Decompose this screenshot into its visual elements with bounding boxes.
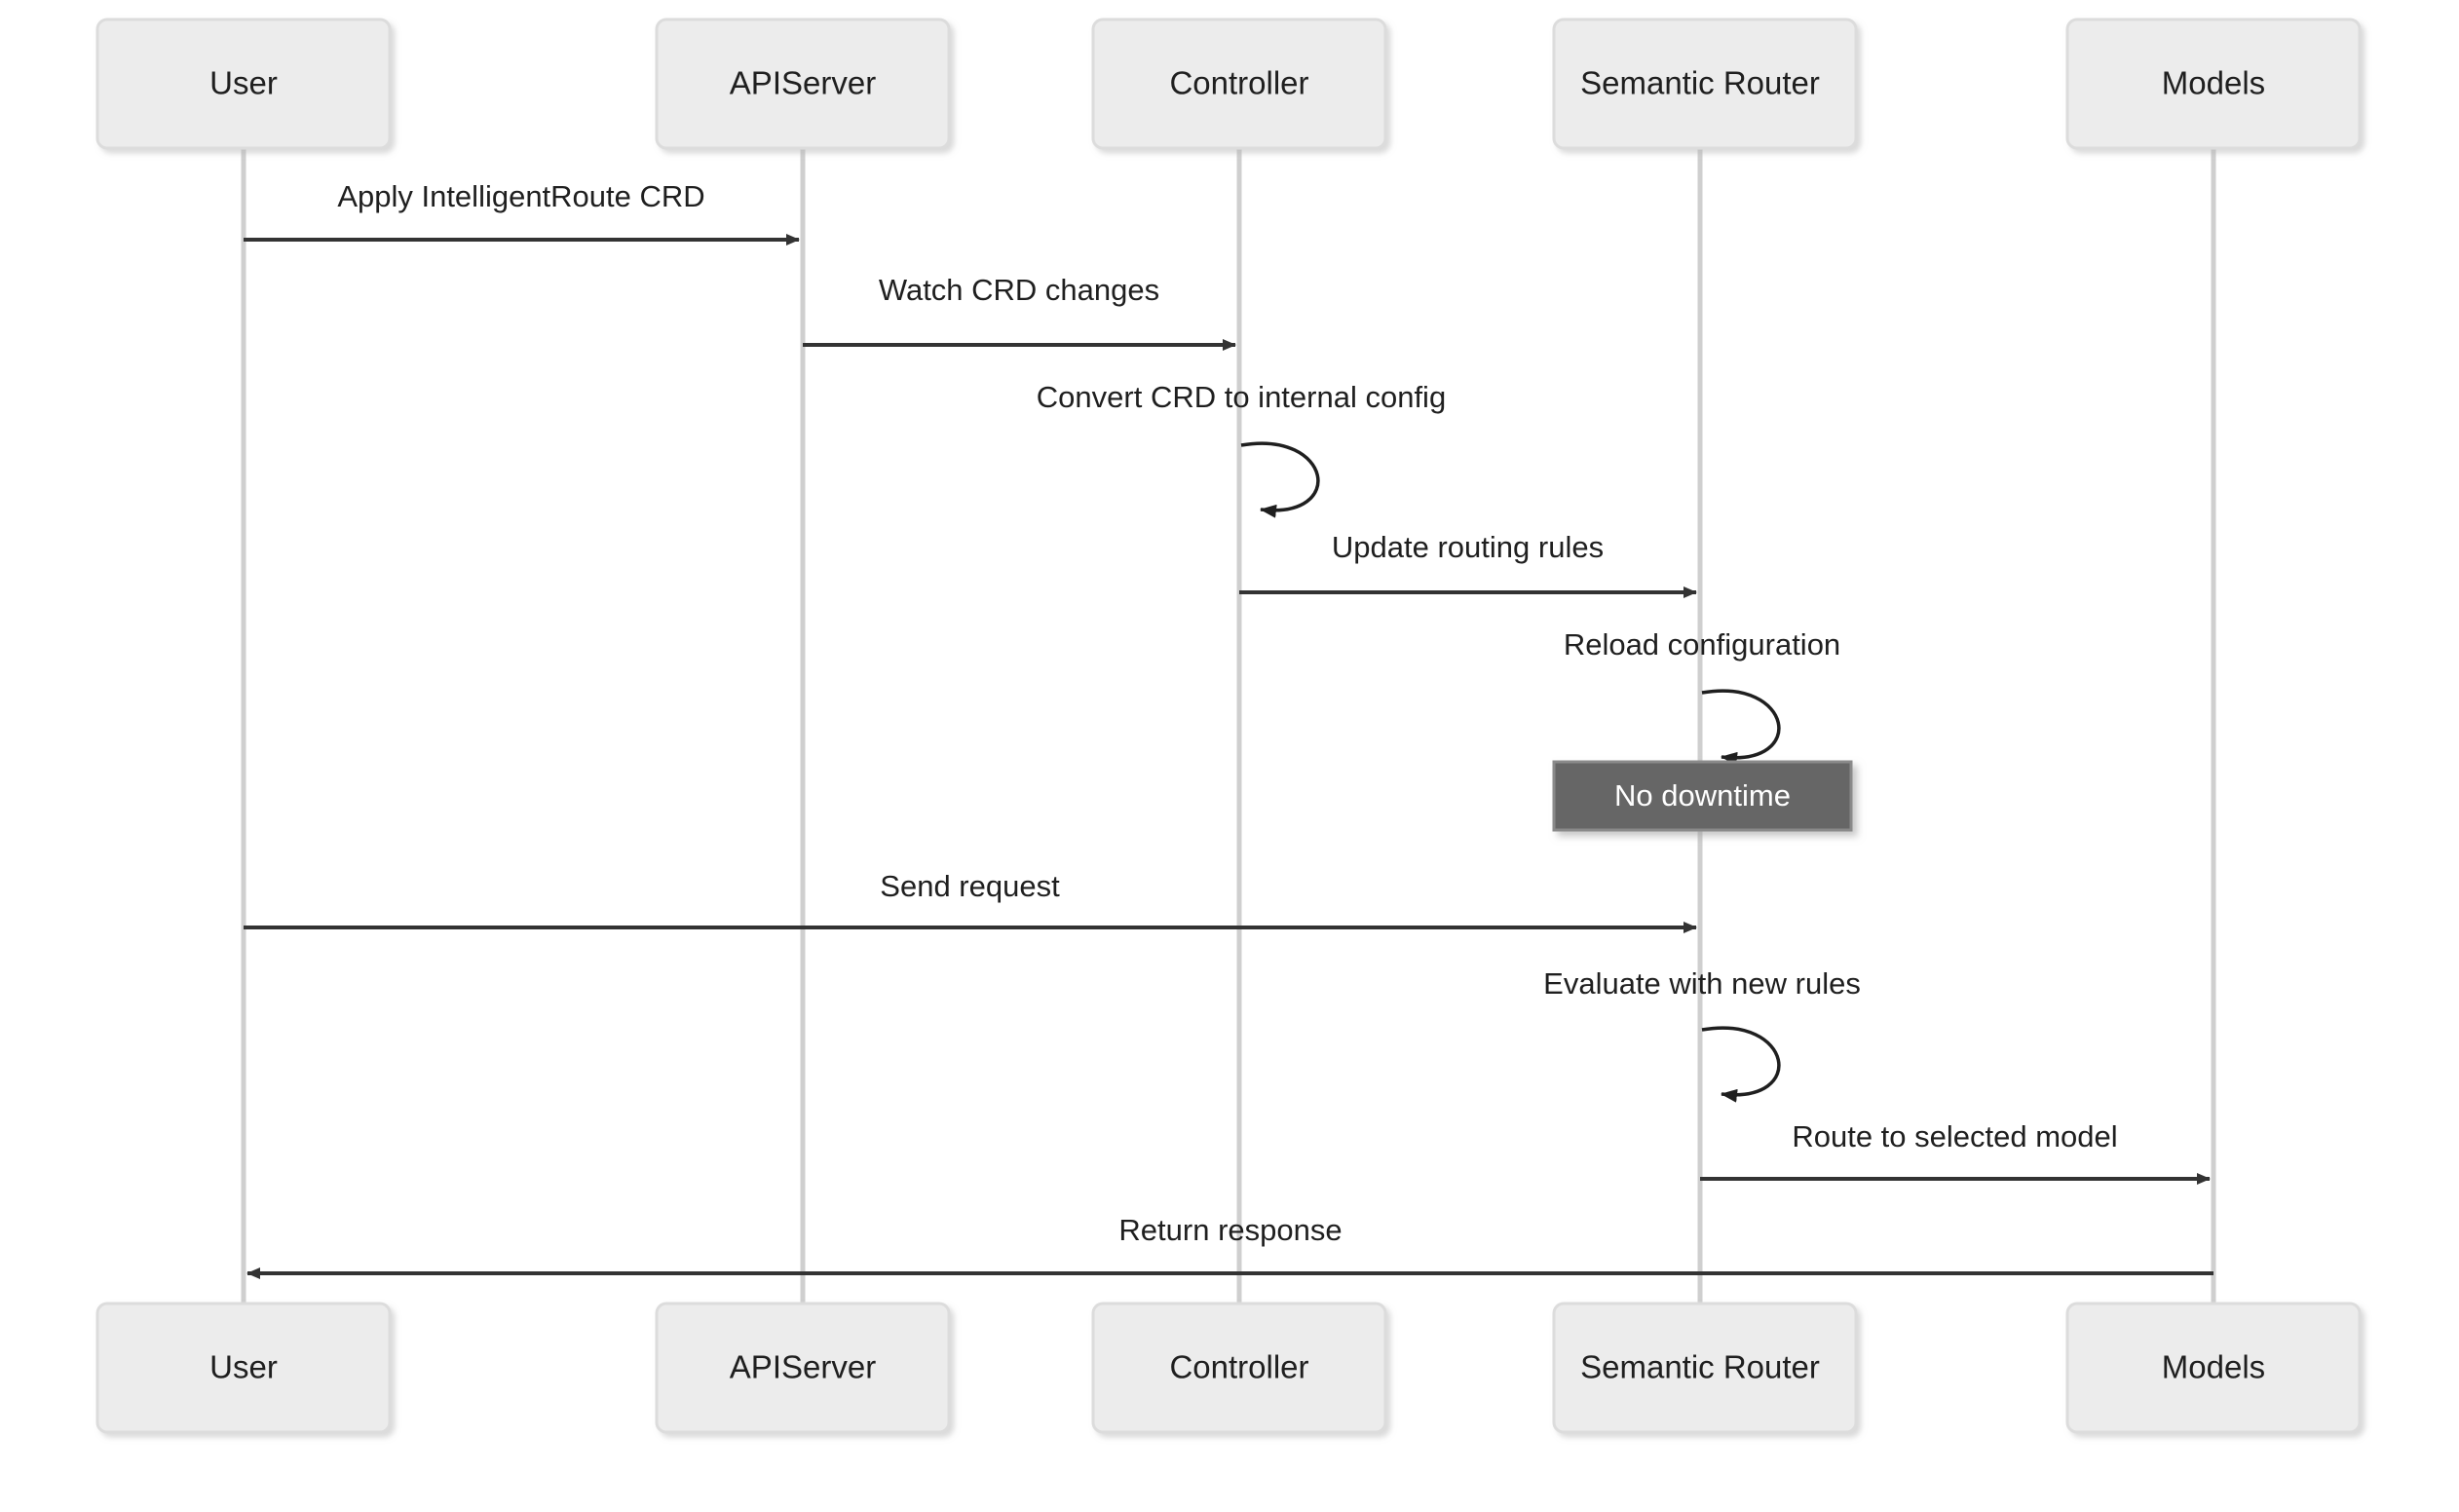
message-8-semanticrouter-to-models: Route to selected model — [1700, 1119, 2211, 1185]
actor-box-apiserver-bottom[interactable]: APIServer — [655, 1302, 951, 1434]
message-5-semanticrouter-to-semanticrouter: Reload configuration — [1564, 627, 1840, 766]
message-label: Watch CRD changes — [879, 273, 1159, 307]
message-4-controller-to-semanticrouter: Update routing rules — [1239, 530, 1697, 598]
actor-rect — [1552, 18, 1858, 150]
actor-rect — [2065, 1302, 2362, 1434]
lifelines-group — [241, 148, 2216, 1304]
actor-box-controller-top[interactable]: Controller — [1091, 18, 1387, 150]
message-6-user-to-semanticrouter: Send request — [244, 869, 1697, 933]
actor-rect — [655, 1302, 951, 1434]
actor-rect — [95, 18, 392, 150]
actor-label-controller: Controller — [1169, 65, 1308, 101]
actor-rect — [1091, 18, 1387, 150]
actor-label-apiserver: APIServer — [730, 1349, 876, 1385]
actor-box-models-bottom[interactable]: Models — [2065, 1302, 2362, 1434]
message-label: Update routing rules — [1332, 530, 1604, 564]
message-2-apiserver-to-controller: Watch CRD changes — [803, 273, 1236, 351]
note-rect — [1552, 760, 1853, 832]
actor-box-user-bottom[interactable]: User — [95, 1302, 392, 1434]
message-label: Evaluate with new rules — [1543, 966, 1861, 1001]
message-1-user-to-apiserver: Apply IntelligentRoute CRD — [244, 179, 800, 246]
actor-rect — [2065, 18, 2362, 150]
actor-label-user: User — [209, 65, 278, 101]
message-9-models-to-user: Return response — [246, 1213, 2213, 1279]
actor-label-apiserver: APIServer — [730, 65, 876, 101]
message-label: Return response — [1118, 1213, 1342, 1247]
actor-label-semanticrouter: Semantic Router — [1580, 1349, 1820, 1385]
actor-box-controller-bottom[interactable]: Controller — [1091, 1302, 1387, 1434]
actor-box-semanticrouter-top[interactable]: Semantic Router — [1552, 18, 1858, 150]
actor-box-user-top[interactable]: User — [95, 18, 392, 150]
actor-boxes-top: User APIServer Controller Semantic Router Mo… — [95, 18, 2362, 150]
actor-rect — [1552, 1302, 1858, 1434]
message-3-controller-to-controller: Convert CRD to internal config — [1037, 380, 1446, 518]
notes-group: No downtime — [1552, 760, 1853, 832]
note-label: No downtime — [1614, 778, 1791, 813]
actor-rect — [655, 18, 951, 150]
note-no-downtime: No downtime — [1552, 760, 1853, 832]
actor-label-models: Models — [2162, 1349, 2265, 1385]
actor-rect — [1091, 1302, 1387, 1434]
self-loop-arrow — [1701, 689, 1781, 766]
message-7-semanticrouter-to-semanticrouter: Evaluate with new rules — [1543, 966, 1861, 1103]
actor-box-semanticrouter-bottom[interactable]: Semantic Router — [1552, 1302, 1858, 1434]
self-loop-arrow — [1240, 441, 1320, 518]
actor-label-controller: Controller — [1169, 1349, 1308, 1385]
actor-rect — [95, 1302, 392, 1434]
message-label: Convert CRD to internal config — [1037, 380, 1446, 414]
messages-group: Apply IntelligentRoute CRD Watch CRD chan… — [244, 179, 2213, 1279]
message-label: Reload configuration — [1564, 627, 1840, 662]
actor-box-models-top[interactable]: Models — [2065, 18, 2362, 150]
actor-label-semanticrouter: Semantic Router — [1580, 65, 1820, 101]
actor-label-models: Models — [2162, 65, 2265, 101]
actor-box-apiserver-top[interactable]: APIServer — [655, 18, 951, 150]
self-loop-arrow — [1701, 1026, 1781, 1103]
actor-label-user: User — [209, 1349, 278, 1385]
actor-boxes-bottom: User APIServer Controller Semantic Router Mo… — [95, 1302, 2362, 1434]
message-label: Apply IntelligentRoute CRD — [337, 179, 704, 213]
message-label: Send request — [880, 869, 1060, 903]
message-label: Route to selected model — [1792, 1119, 2117, 1153]
